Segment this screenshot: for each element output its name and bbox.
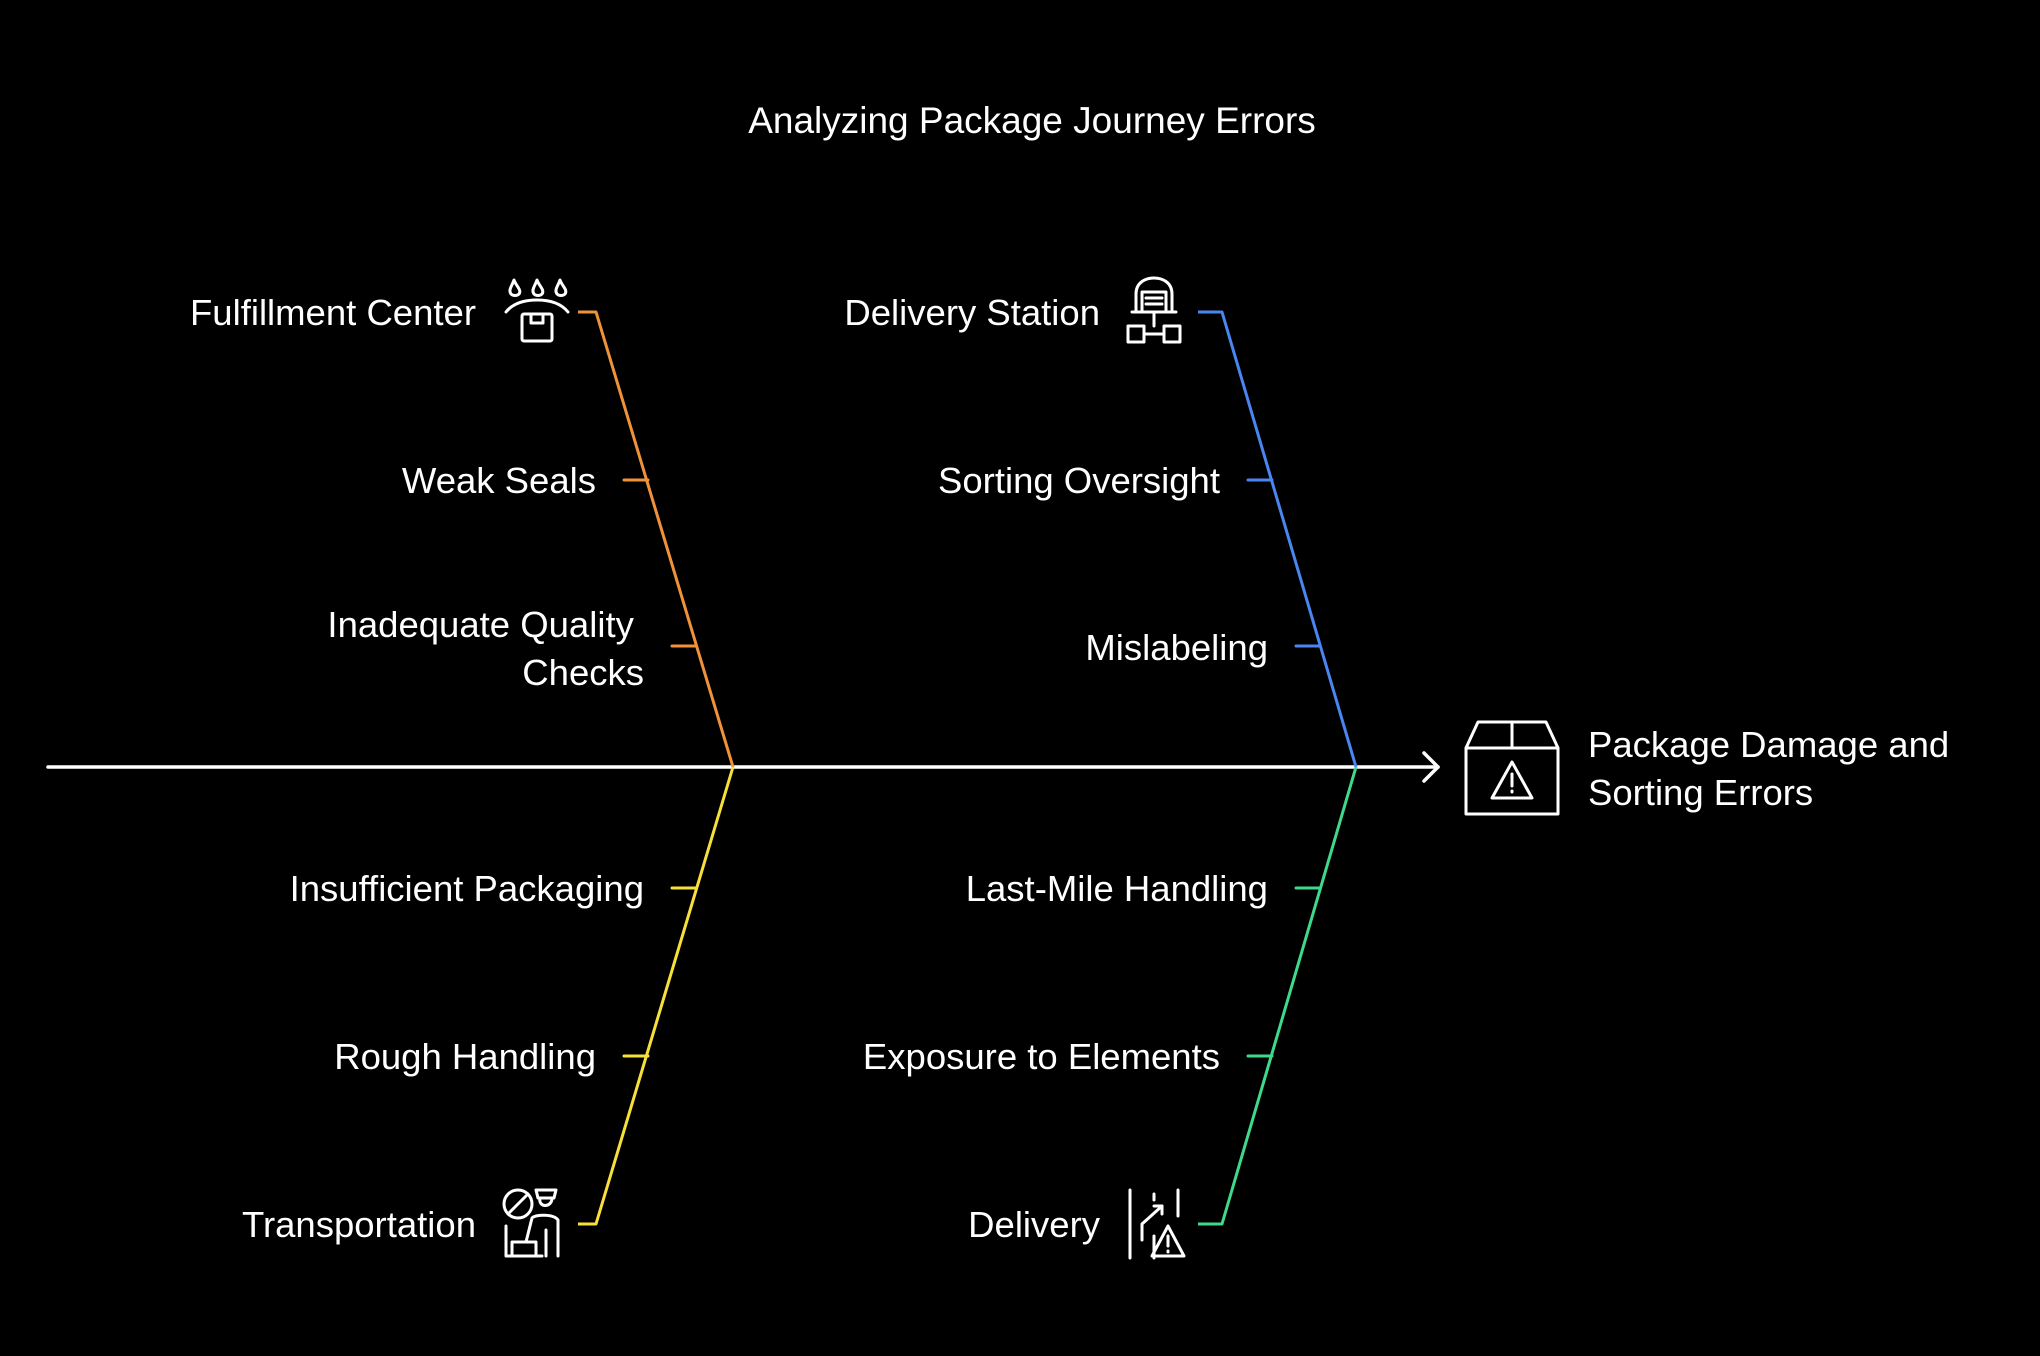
branch-line-delivery-station [1198, 310, 1358, 768]
branch-line-delivery [1198, 766, 1358, 1226]
prohibited-courier-icon [502, 1188, 560, 1258]
damaged-package-warning-icon [1464, 720, 1560, 816]
cause-label-last-mile-handling: Last-Mile Handling [966, 868, 1268, 909]
branch-transportation: Transportation Insufficient Packaging Ro… [242, 766, 735, 1258]
category-label-transportation: Transportation [242, 1204, 476, 1245]
category-label-delivery: Delivery [968, 1204, 1101, 1245]
cause-label-weak-seals: Weak Seals [402, 460, 596, 501]
branch-delivery-station: Delivery Station Sorting Oversight Misla… [844, 276, 1358, 768]
effect-label-line-1: Package Damage and [1588, 724, 1949, 765]
category-label-delivery-station: Delivery Station [844, 292, 1100, 333]
cause-label-line: Inadequate Quality [327, 604, 634, 645]
branch-line-transportation [578, 766, 735, 1226]
effect-node: Package Damage and Sorting Errors [1464, 720, 1949, 816]
category-label-fulfillment-center: Fulfillment Center [190, 292, 476, 333]
branch-delivery: Delivery Last-Mile Handling Exposure to … [863, 766, 1358, 1260]
warehouse-network-icon [1126, 276, 1182, 344]
cause-label-mislabeling: Mislabeling [1085, 627, 1268, 668]
cause-label-exposure-to-elements: Exposure to Elements [863, 1036, 1220, 1077]
cause-label-sorting-oversight: Sorting Oversight [938, 460, 1220, 501]
effect-label-line-2: Sorting Errors [1588, 772, 1813, 813]
cause-label-line: Checks [522, 652, 644, 693]
spine-arrowhead [1422, 751, 1440, 783]
diagram-title: Analyzing Package Journey Errors [748, 100, 1316, 141]
cause-label-inadequate-quality: Inadequate Quality Checks [327, 604, 644, 693]
road-warning-icon [1128, 1188, 1186, 1260]
branch-line-fulfillment [578, 310, 735, 768]
cause-label-insufficient-packaging: Insufficient Packaging [290, 868, 644, 909]
cause-label-rough-handling: Rough Handling [334, 1036, 596, 1077]
branch-fulfillment-center: Fulfillment Center Weak Seals Inadequate… [190, 278, 735, 768]
workers-package-icon [504, 278, 570, 343]
